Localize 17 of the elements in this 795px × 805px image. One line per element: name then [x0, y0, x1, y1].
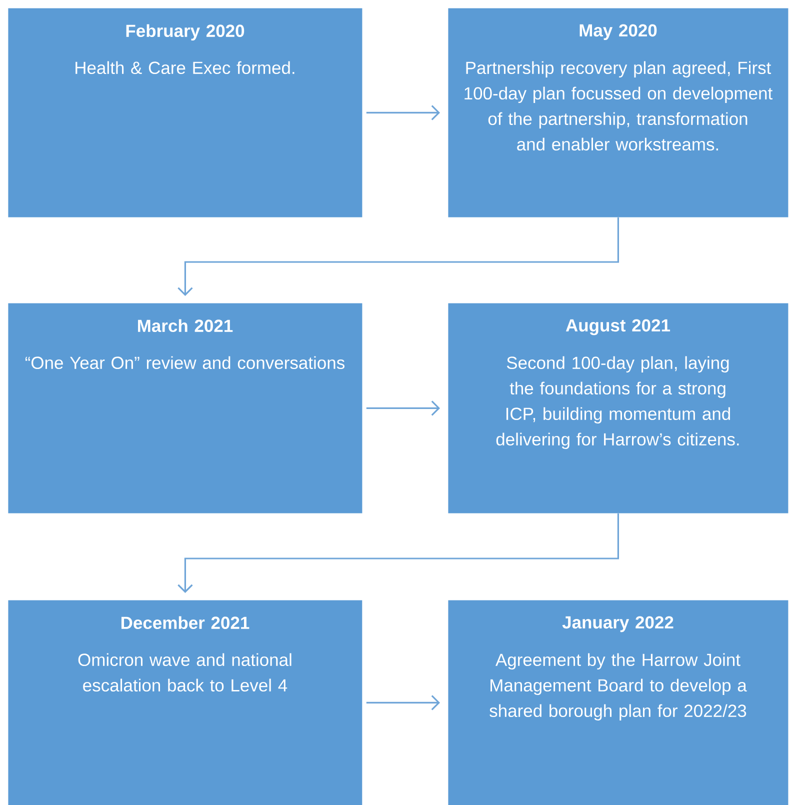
- milestone-text: Agreement by the Harrow Joint Management Board to develop a shared borough plan for 2022/23: [490, 653, 747, 721]
- date-heading: December 2021: [121, 616, 250, 630]
- date-heading: January 2022: [562, 616, 674, 632]
- milestone-text: Health & Care Exec formed.: [76, 61, 294, 74]
- milestone-text: “One Year On” review and conversations: [25, 356, 344, 370]
- date-heading: March 2021: [138, 319, 233, 332]
- arrow: [178, 217, 619, 296]
- arrow: [366, 105, 440, 120]
- milestone-text: Omicron wave and national escalation back to Level 4: [78, 653, 292, 692]
- date-heading: May 2020: [580, 24, 657, 40]
- date-heading: August 2021: [566, 319, 670, 336]
- milestone-text: Second 100-day plan, laying the foundations for a strong ICP, building momentum and delivering for Harrow’s citizens.: [496, 356, 739, 450]
- arrow: [366, 400, 440, 416]
- arrow: [178, 513, 619, 593]
- date-heading: February 2020: [126, 24, 244, 41]
- arrow: [366, 695, 440, 710]
- milestone-text: Partnership recovery plan agreed, First 100-day plan focussed on development of the partnership, transformation and enabler workstreams.: [464, 61, 772, 151]
